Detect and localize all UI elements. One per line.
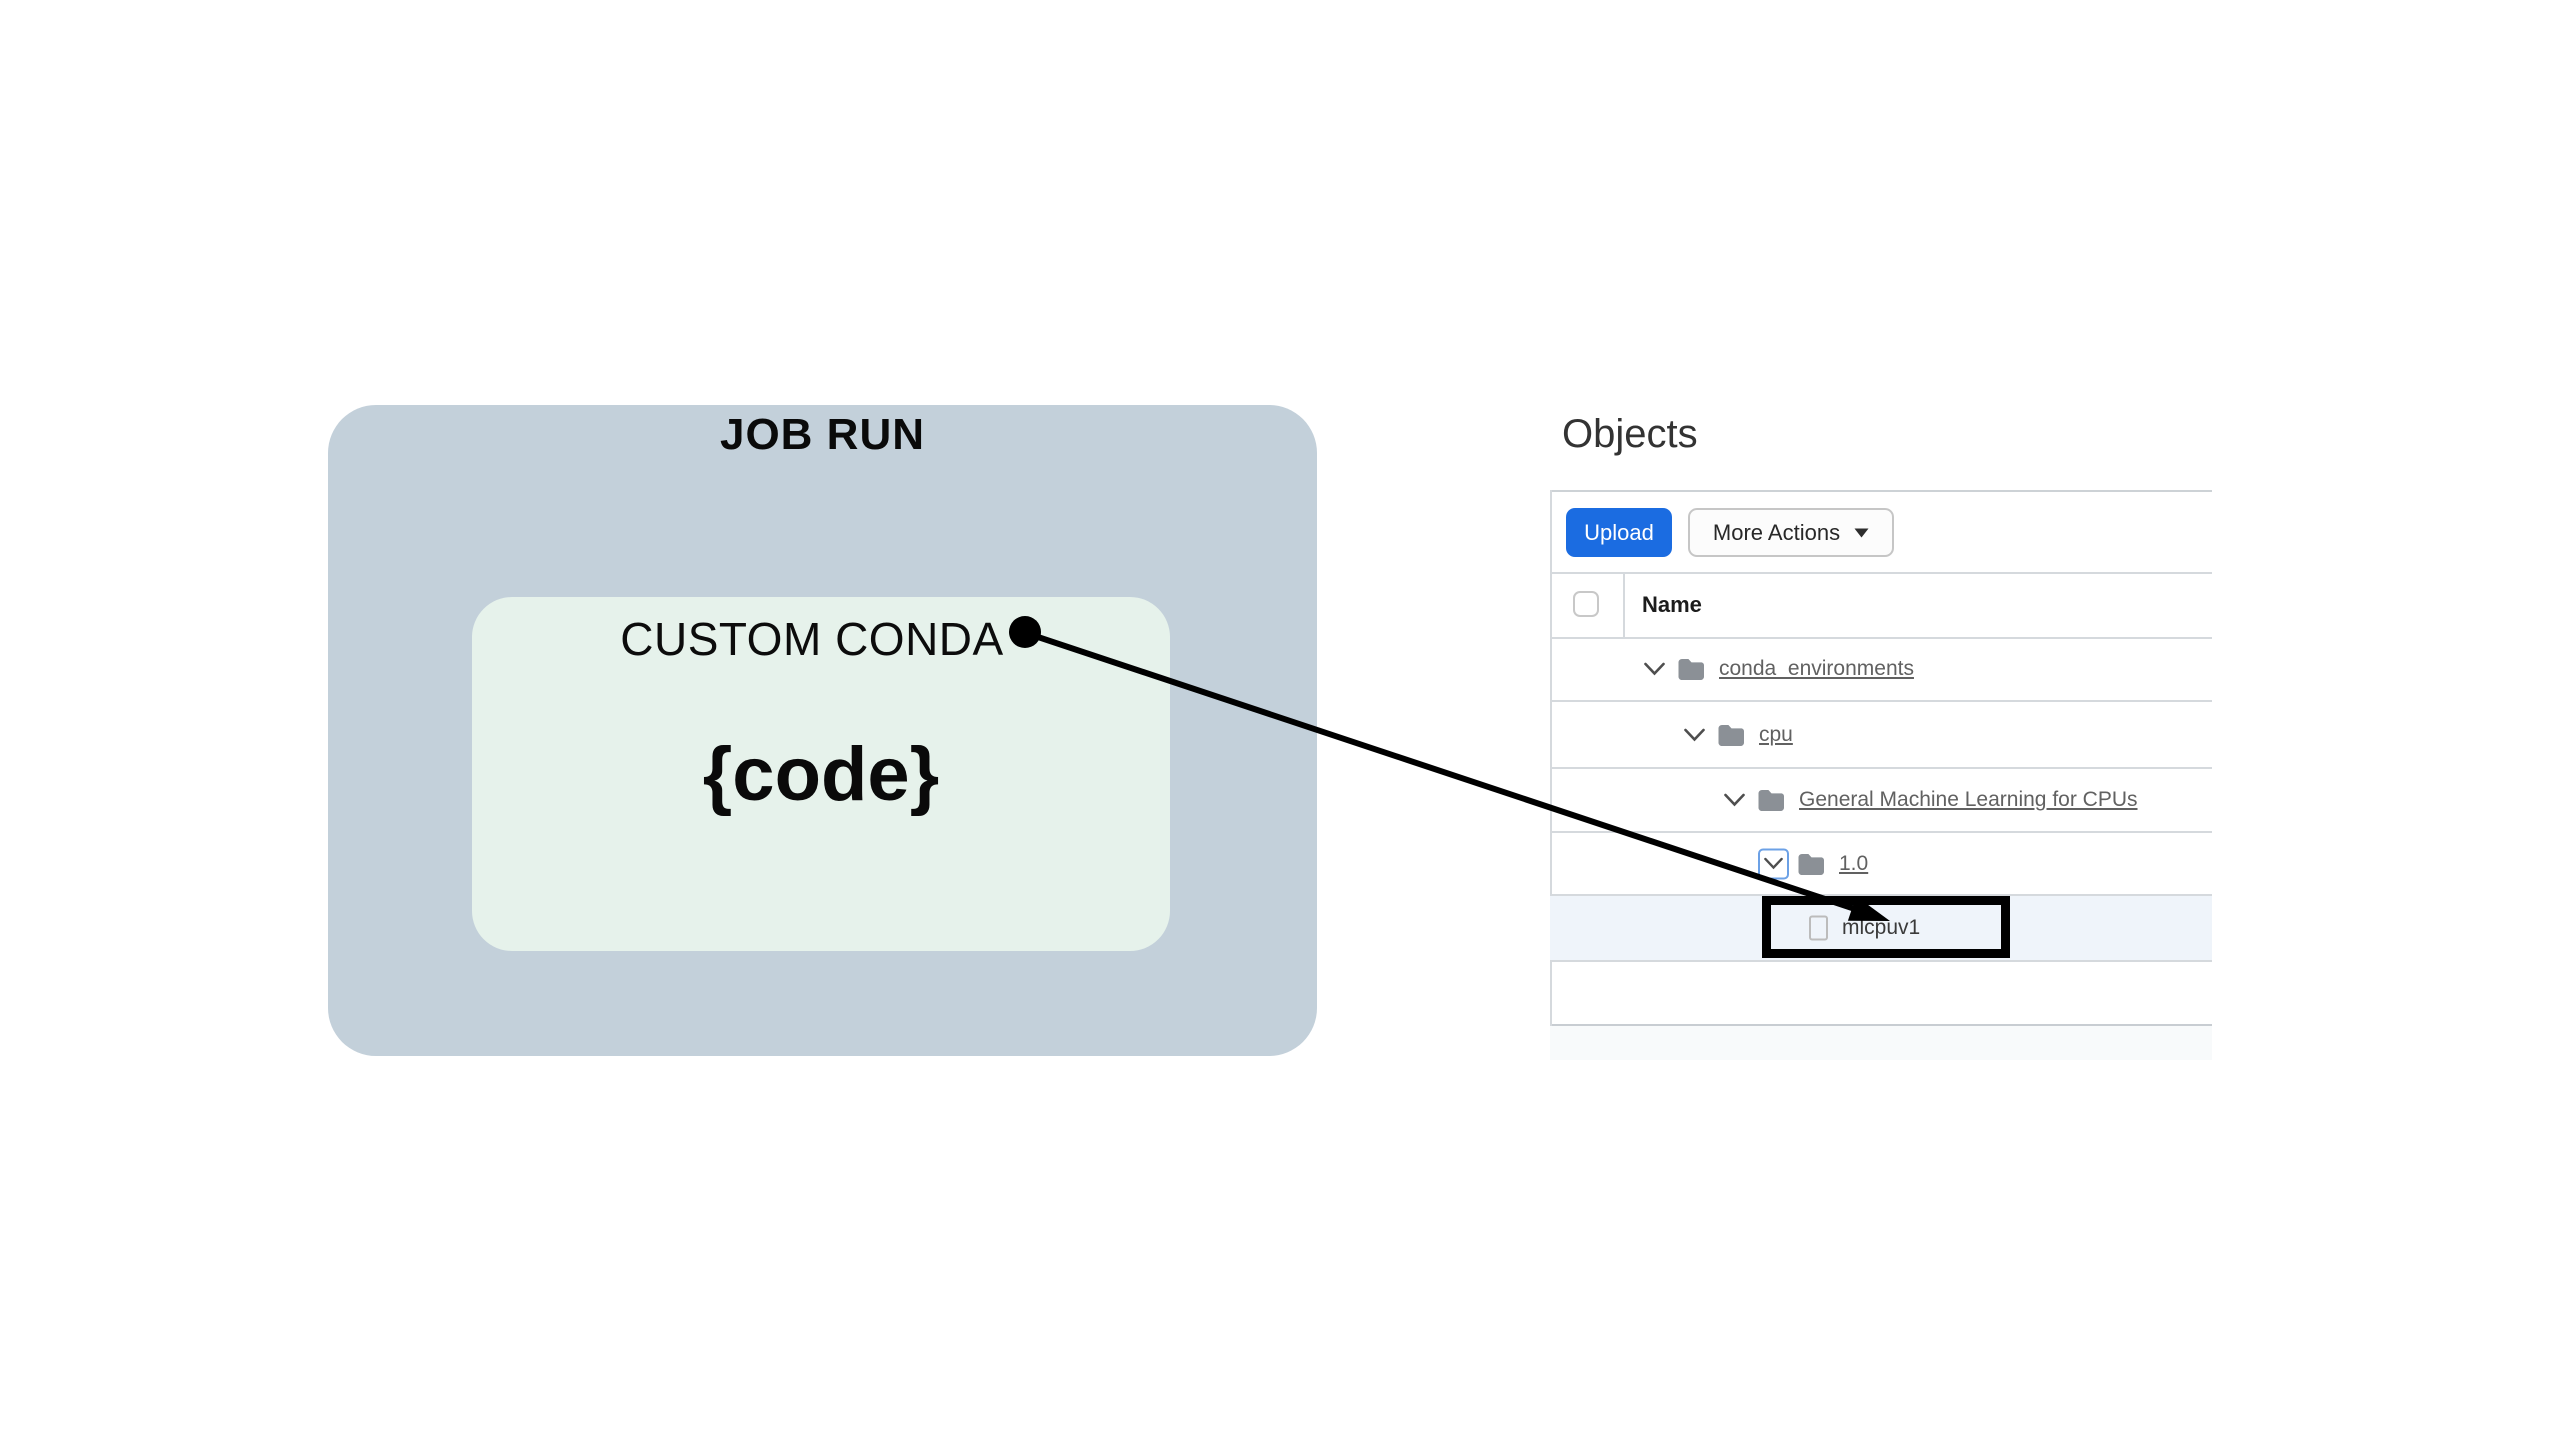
caret-down-icon xyxy=(1854,528,1869,537)
object-link-general-machine-learning-for-cpus[interactable]: General Machine Learning for CPUs xyxy=(1799,788,2138,811)
chevron-focus-ring[interactable] xyxy=(1758,848,1789,879)
name-column-header: Name xyxy=(1642,591,1702,617)
divider xyxy=(1550,572,2212,574)
header-column-divider xyxy=(1623,572,1625,637)
divider xyxy=(1550,894,2212,896)
table-row: conda_environments xyxy=(1550,638,2212,700)
chevron-down-icon xyxy=(1764,857,1783,870)
select-all-checkbox[interactable] xyxy=(1573,591,1599,617)
more-actions-button[interactable]: More Actions xyxy=(1688,508,1894,557)
panel-bottom-border xyxy=(1550,1024,2212,1026)
chevron-down-icon[interactable] xyxy=(1684,728,1705,741)
folder-icon xyxy=(1757,789,1785,812)
object-link-1-0[interactable]: 1.0 xyxy=(1839,851,1869,875)
divider xyxy=(1550,767,2212,769)
upload-button[interactable]: Upload xyxy=(1566,508,1672,557)
table-row: 1.0 xyxy=(1550,833,2212,894)
chevron-down-icon[interactable] xyxy=(1644,662,1665,676)
folder-icon xyxy=(1717,723,1745,746)
file-icon xyxy=(1809,915,1828,941)
custom-conda-label: CUSTOM CONDA xyxy=(620,613,1004,665)
divider xyxy=(1550,637,2212,639)
more-actions-label: More Actions xyxy=(1712,519,1841,545)
annotation-box xyxy=(1762,896,2010,958)
object-name-mlcpuv1[interactable]: mlcpuv1 xyxy=(1842,916,1921,939)
chevron-down-icon[interactable] xyxy=(1724,793,1745,807)
divider xyxy=(1550,700,2212,702)
page-title: Objects xyxy=(1562,412,1698,456)
job-run-label: JOB RUN xyxy=(719,410,926,459)
folder-icon xyxy=(1677,658,1705,681)
folder-icon xyxy=(1797,852,1825,875)
panel-footer-area xyxy=(1550,1026,2212,1060)
object-link-conda-environments[interactable]: conda_environments xyxy=(1719,657,1914,680)
divider xyxy=(1550,831,2212,833)
table-row: General Machine Learning for CPUs xyxy=(1550,769,2212,831)
table-row: cpu xyxy=(1550,702,2212,767)
object-link-cpu[interactable]: cpu xyxy=(1759,722,1793,746)
code-label: {code} xyxy=(702,732,940,817)
divider xyxy=(1550,490,2212,492)
divider xyxy=(1550,960,2212,962)
